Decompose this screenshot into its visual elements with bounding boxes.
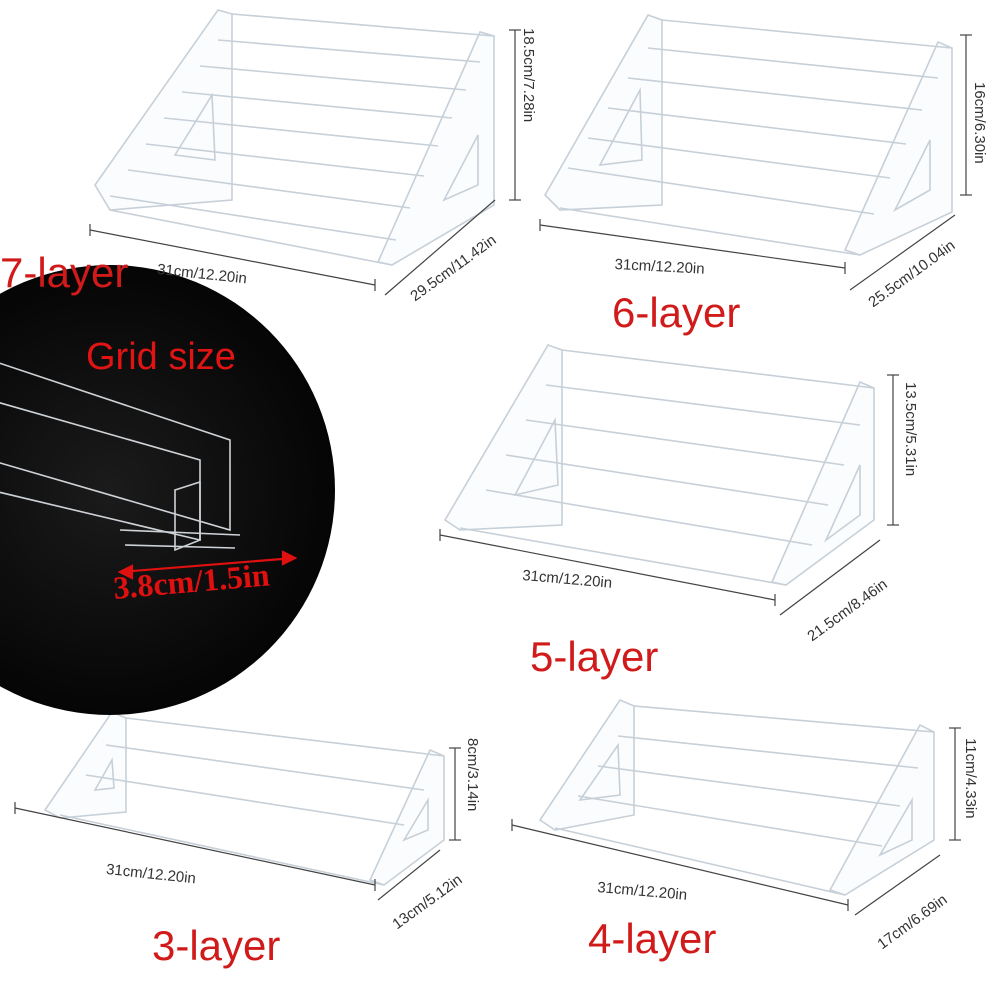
rack-7-layer — [94, 9, 495, 266]
rack-5-layer — [443, 344, 875, 586]
title-4-layer: 4-layer — [588, 915, 717, 962]
rack-6-layer — [544, 14, 953, 256]
height-3-layer: 8cm/3.14in — [464, 738, 481, 812]
title-5-layer: 5-layer — [530, 633, 659, 680]
height-7-layer: 18.5cm/7.28in — [520, 28, 537, 123]
dimension-lines — [14, 29, 972, 916]
height-4-layer: 11cm/4.33in — [962, 738, 979, 819]
rack-4-layer — [538, 699, 935, 896]
grid-size-detail — [0, 265, 335, 715]
title-6-layer: 6-layer — [612, 289, 741, 336]
width-6-layer: 31cm/12.20in — [614, 256, 705, 278]
title-7-layer: 7-layer — [0, 249, 129, 296]
title-3-layer: 3-layer — [152, 922, 281, 969]
rack-3-layer — [43, 711, 445, 886]
grid-size-title: Grid size — [86, 336, 236, 378]
height-6-layer: 16cm/6.30in — [971, 82, 988, 164]
height-5-layer: 13.5cm/5.31in — [902, 382, 919, 477]
